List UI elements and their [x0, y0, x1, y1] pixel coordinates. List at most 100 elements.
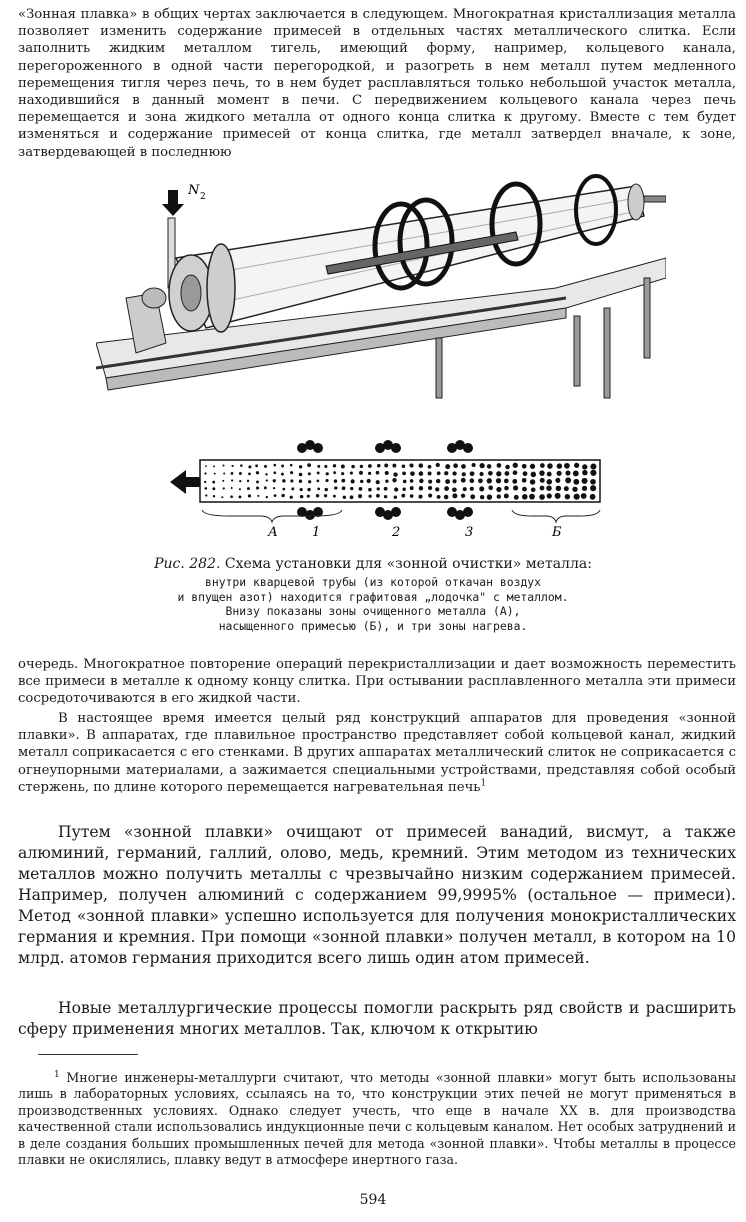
impurity-dot — [238, 488, 241, 491]
impurity-dot — [512, 478, 518, 484]
impurity-dot — [564, 493, 571, 500]
impurity-dot — [580, 493, 587, 499]
impurity-dot — [281, 493, 285, 498]
paragraph-new-processes: Новые металлургические процессы помогли … — [18, 999, 736, 1038]
caption-line: внутри кварцевой трубы (из которой откач… — [204, 575, 542, 589]
impurity-dot — [436, 495, 441, 499]
paragraph-intro: «Зонная плавка» в общих чертах заключает… — [18, 7, 736, 160]
impurity-dot — [246, 479, 250, 483]
heater-coil-dot — [313, 507, 323, 517]
impurity-dot — [572, 470, 579, 477]
impurity-dot — [512, 462, 518, 468]
impurity-dot — [410, 471, 415, 476]
impurity-dot — [521, 463, 527, 469]
impurity-dot — [334, 486, 338, 490]
paragraph-metals: Путем «зонной плавки» очищают от примесе… — [18, 823, 736, 967]
zone-label-b: Б — [551, 525, 562, 540]
caption-line: насыщенного примесью (Б), и три зоны наг… — [218, 618, 528, 633]
impurity-dot — [317, 464, 321, 468]
impurity-dot — [546, 485, 552, 491]
impurity-dot — [503, 493, 509, 499]
heater-coil-dot — [375, 443, 385, 453]
impurity-dot — [212, 480, 216, 484]
impurity-dot — [547, 463, 553, 469]
heater-coil-dot — [297, 507, 307, 517]
impurity-dot — [556, 463, 563, 469]
impurity-dot — [529, 463, 536, 469]
impurity-dot — [222, 464, 225, 467]
impurity-dot — [282, 479, 286, 483]
figure-caption-text: Схема установки для «зонной очистки» мет… — [224, 556, 592, 572]
impurity-dot — [316, 479, 320, 483]
impurity-dot — [539, 485, 545, 491]
impurity-dot — [444, 471, 449, 476]
impurity-dot — [546, 493, 552, 499]
impurity-dot — [402, 487, 406, 491]
impurity-dot — [496, 494, 501, 499]
impurity-dot — [263, 486, 267, 490]
impurity-dot — [505, 464, 510, 470]
impurity-dot — [205, 494, 208, 497]
impurity-dot — [574, 462, 580, 468]
figure-caption-description: внутри кварцевой трубы (из которой откач… — [0, 575, 746, 633]
impurity-dot — [240, 464, 243, 467]
impurity-dot — [368, 464, 372, 468]
direction-arrow-icon — [170, 470, 200, 494]
heater-coil-dot — [447, 443, 457, 453]
impurity-dot — [530, 471, 537, 478]
impurity-dot — [230, 495, 233, 499]
impurity-dot — [204, 487, 208, 490]
impurity-dot — [435, 462, 440, 468]
impurity-dot — [272, 479, 276, 483]
impurity-dot — [563, 486, 569, 492]
impurity-dot — [222, 479, 225, 482]
impurity-dot — [255, 471, 260, 475]
impurity-dot — [565, 470, 571, 476]
impurity-dot — [383, 494, 388, 499]
impurity-dot — [435, 478, 441, 484]
impurity-dot — [496, 486, 502, 493]
impurity-dot — [376, 487, 380, 491]
impurity-dot — [504, 471, 510, 476]
impurity-dot — [273, 471, 277, 475]
impurity-dot — [522, 471, 528, 477]
impurity-dot — [212, 487, 216, 491]
impurity-dot — [341, 486, 346, 491]
impurity-dot — [409, 494, 414, 498]
impurity-dot — [471, 462, 476, 468]
caption-line: Внизу показаны зоны очищенного металла (… — [225, 604, 521, 619]
heater-coil-dot — [305, 510, 315, 520]
heater-coil-dot — [391, 507, 401, 517]
impurity-dot — [359, 479, 364, 484]
impurity-dot — [392, 463, 397, 468]
impurity-dot — [504, 485, 509, 491]
impurity-dot — [530, 487, 536, 493]
impurity-dot — [565, 477, 572, 484]
impurity-dot — [590, 478, 596, 485]
impurity-dot — [546, 471, 552, 477]
impurity-dot — [265, 473, 268, 476]
impurity-dot — [581, 477, 588, 484]
impurity-dot — [280, 472, 284, 476]
zone-label-1: 1 — [312, 525, 320, 540]
page-number: 594 — [359, 1192, 387, 1208]
heater-coil-dot — [463, 443, 473, 453]
impurity-dot — [554, 492, 561, 499]
impurity-dot — [324, 464, 328, 469]
footnote-mark: 1 — [54, 1069, 60, 1080]
impurity-dot — [469, 486, 474, 491]
impurity-dot — [445, 479, 451, 485]
heater-coil-dot — [313, 443, 323, 453]
impurity-dot — [255, 464, 259, 468]
impurity-dot — [546, 479, 553, 485]
impurity-dot — [452, 471, 457, 476]
impurity-dot — [376, 493, 380, 498]
impurity-dot — [460, 493, 466, 498]
impurity-dot — [452, 487, 457, 493]
impurity-dot — [256, 486, 260, 490]
impurity-dot — [555, 477, 561, 483]
impurity-dot — [443, 494, 449, 500]
impurity-dot — [358, 494, 363, 499]
impurity-dot — [315, 494, 320, 498]
footnote: 1 Многие инженеры-металлурги считают, чт… — [18, 1070, 736, 1168]
